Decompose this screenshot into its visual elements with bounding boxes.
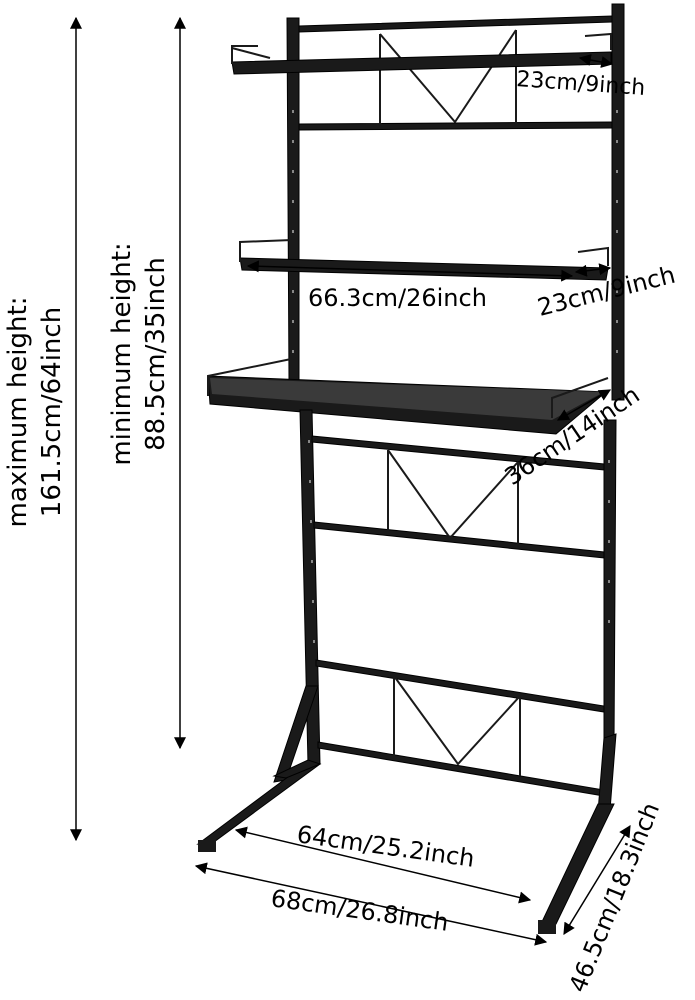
- bottom-shelf: [207, 357, 609, 435]
- dimension-lines: [70, 16, 631, 946]
- crossbar-1: [311, 435, 605, 471]
- base-depth-label: 46.5cm/18.3inch: [564, 799, 666, 997]
- top-shelf: [231, 32, 612, 75]
- outer-base-width-label: 68cm/26.8inch: [269, 884, 450, 937]
- middle-shelf-width-label: 66.3cm/26inch: [308, 284, 487, 312]
- bottom-shelf-depth-line: [556, 389, 612, 421]
- min-height-label-line2: 88.5cm/35inch: [141, 257, 171, 451]
- top-rail: [298, 15, 613, 33]
- crossbar-2: [313, 521, 605, 559]
- left-leg: [196, 685, 322, 852]
- crossbar-4: [317, 741, 605, 797]
- crossbar-3: [315, 659, 605, 713]
- middle-shelf-depth-line: [574, 263, 612, 277]
- outer-base-width-line: [194, 862, 548, 946]
- middle-v-decoration: [387, 449, 519, 544]
- upper-crossbar: [298, 121, 613, 131]
- lower-v-decoration: [393, 675, 521, 776]
- max-height-label-line1: maximum height:: [3, 297, 33, 528]
- middle-shelf-width-line: [246, 260, 574, 282]
- min-height-label-line1: minimum height:: [107, 242, 137, 465]
- max-height-label-line2: 161.5cm/64inch: [37, 307, 67, 517]
- upper-v-decoration: [379, 29, 517, 124]
- post-slots: [292, 110, 618, 353]
- top-shelf-depth-label: 23cm/9inch: [516, 67, 646, 101]
- top-shelf-depth-line: [578, 54, 614, 68]
- base-depth-line: [563, 824, 631, 936]
- shelf-unit: [196, 3, 625, 934]
